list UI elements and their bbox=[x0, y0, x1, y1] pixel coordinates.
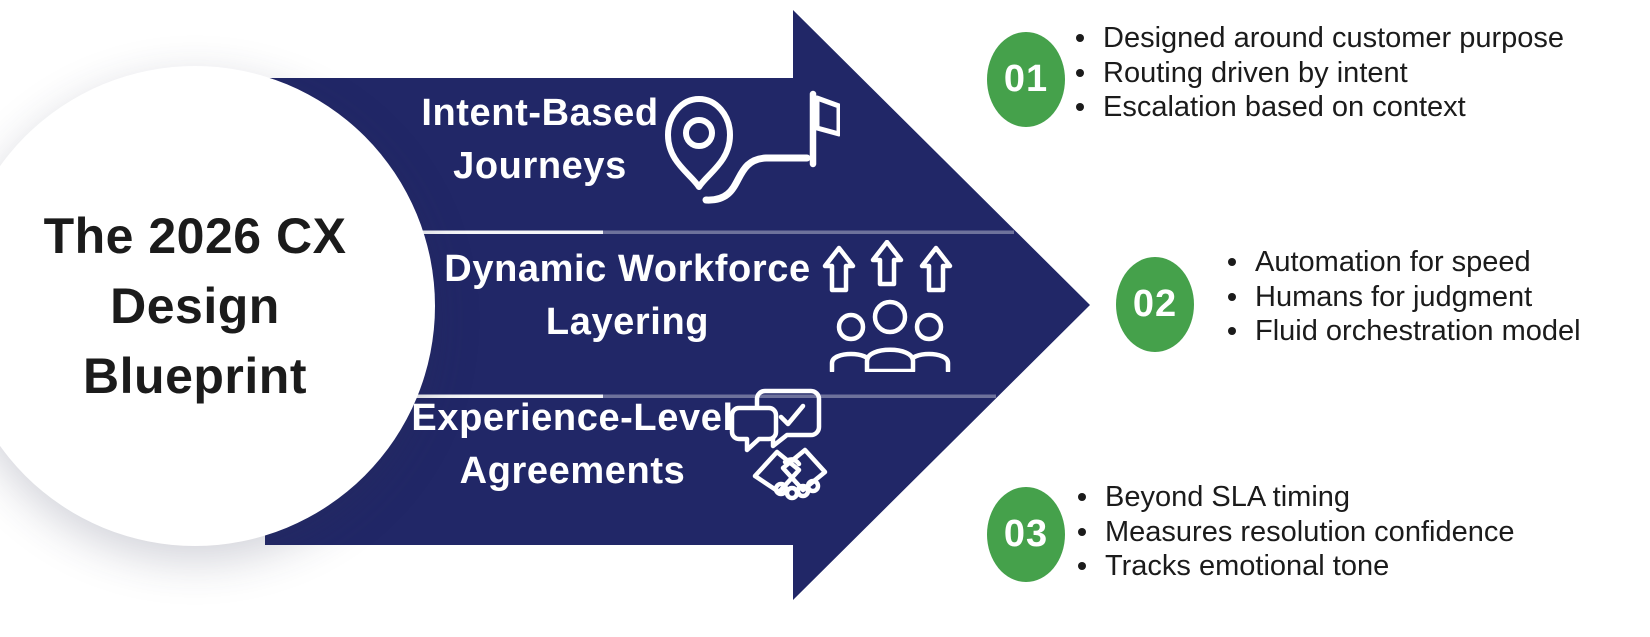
bullet-dot bbox=[1078, 493, 1086, 502]
handshake-chat-check-icon bbox=[729, 388, 828, 501]
bullet-text: Fluid orchestration model bbox=[1255, 315, 1581, 347]
title-line-1: The 2026 CX bbox=[43, 208, 347, 264]
bullet-text: Measures resolution confidence bbox=[1105, 515, 1515, 548]
arrow-polygon bbox=[265, 10, 1090, 600]
bullet-text: Routing driven by intent bbox=[1103, 56, 1408, 89]
badge-01-label: 01 bbox=[1003, 58, 1049, 100]
bullet-dot bbox=[1076, 34, 1084, 43]
bullet-list-section-01: Designed around customer purpose Routing… bbox=[1076, 21, 1564, 125]
list-item: Automation for speed bbox=[1228, 245, 1581, 280]
band3-heading-line1: Experience-Level bbox=[411, 397, 734, 439]
page-title: The 2026 CX Design Blueprint bbox=[0, 66, 435, 546]
bullet-text: Escalation based on context bbox=[1103, 91, 1466, 123]
bullet-dot bbox=[1076, 68, 1084, 77]
band-heading-intent-based-journeys: Intent-Based Journeys bbox=[395, 87, 685, 193]
list-item: Fluid orchestration model bbox=[1228, 314, 1581, 349]
list-item: Designed around customer purpose bbox=[1076, 21, 1564, 56]
list-item: Escalation based on context bbox=[1076, 90, 1564, 125]
bullet-list-section-02: Automation for speed Humans for judgment… bbox=[1228, 245, 1581, 349]
list-item: Beyond SLA timing bbox=[1078, 480, 1514, 515]
band-divider-lines bbox=[320, 230, 1014, 398]
title-line-3: Blueprint bbox=[83, 348, 307, 404]
list-item: Routing driven by intent bbox=[1076, 56, 1564, 91]
band2-heading-line2: Layering bbox=[545, 301, 710, 343]
bullet-dot bbox=[1076, 103, 1084, 112]
bullet-dot bbox=[1228, 327, 1236, 336]
bullet-dot bbox=[1228, 292, 1236, 301]
list-item: Tracks emotional tone bbox=[1078, 549, 1514, 584]
number-badge-02: 02 bbox=[1116, 257, 1194, 352]
band1-heading-line2: Journeys bbox=[453, 145, 627, 187]
workforce-people-up-arrows-icon bbox=[822, 240, 953, 372]
journey-pin-path-flag-icon bbox=[665, 90, 840, 204]
bullet-text: Humans for judgment bbox=[1255, 280, 1533, 313]
number-badge-03: 03 bbox=[987, 487, 1065, 582]
list-item: Measures resolution confidence bbox=[1078, 515, 1514, 550]
bullet-dot bbox=[1078, 527, 1086, 536]
number-badge-01: 01 bbox=[987, 32, 1065, 127]
band2-heading-line1: Dynamic Workforce bbox=[444, 248, 811, 290]
bullet-text: Beyond SLA timing bbox=[1105, 481, 1351, 513]
badge-02-label: 02 bbox=[1132, 283, 1178, 325]
bullet-list-section-03: Beyond SLA timing Measures resolution co… bbox=[1078, 480, 1514, 584]
title-line-2: Design bbox=[110, 278, 280, 334]
title-circle bbox=[0, 66, 435, 546]
bullet-dot bbox=[1078, 562, 1086, 571]
band-heading-experience-level-agreements: Experience-Level Agreements bbox=[400, 392, 745, 498]
bullet-text: Automation for speed bbox=[1255, 246, 1531, 278]
badge-03-label: 03 bbox=[1003, 513, 1049, 555]
band1-heading-line1: Intent-Based bbox=[421, 92, 659, 134]
bullet-text: Designed around customer purpose bbox=[1103, 22, 1565, 54]
list-item: Humans for judgment bbox=[1228, 280, 1581, 315]
band3-heading-line2: Agreements bbox=[459, 450, 686, 492]
band-heading-dynamic-workforce-layering: Dynamic Workforce Layering bbox=[430, 243, 825, 349]
bullet-text: Tracks emotional tone bbox=[1105, 550, 1390, 582]
bullet-dot bbox=[1228, 258, 1236, 267]
